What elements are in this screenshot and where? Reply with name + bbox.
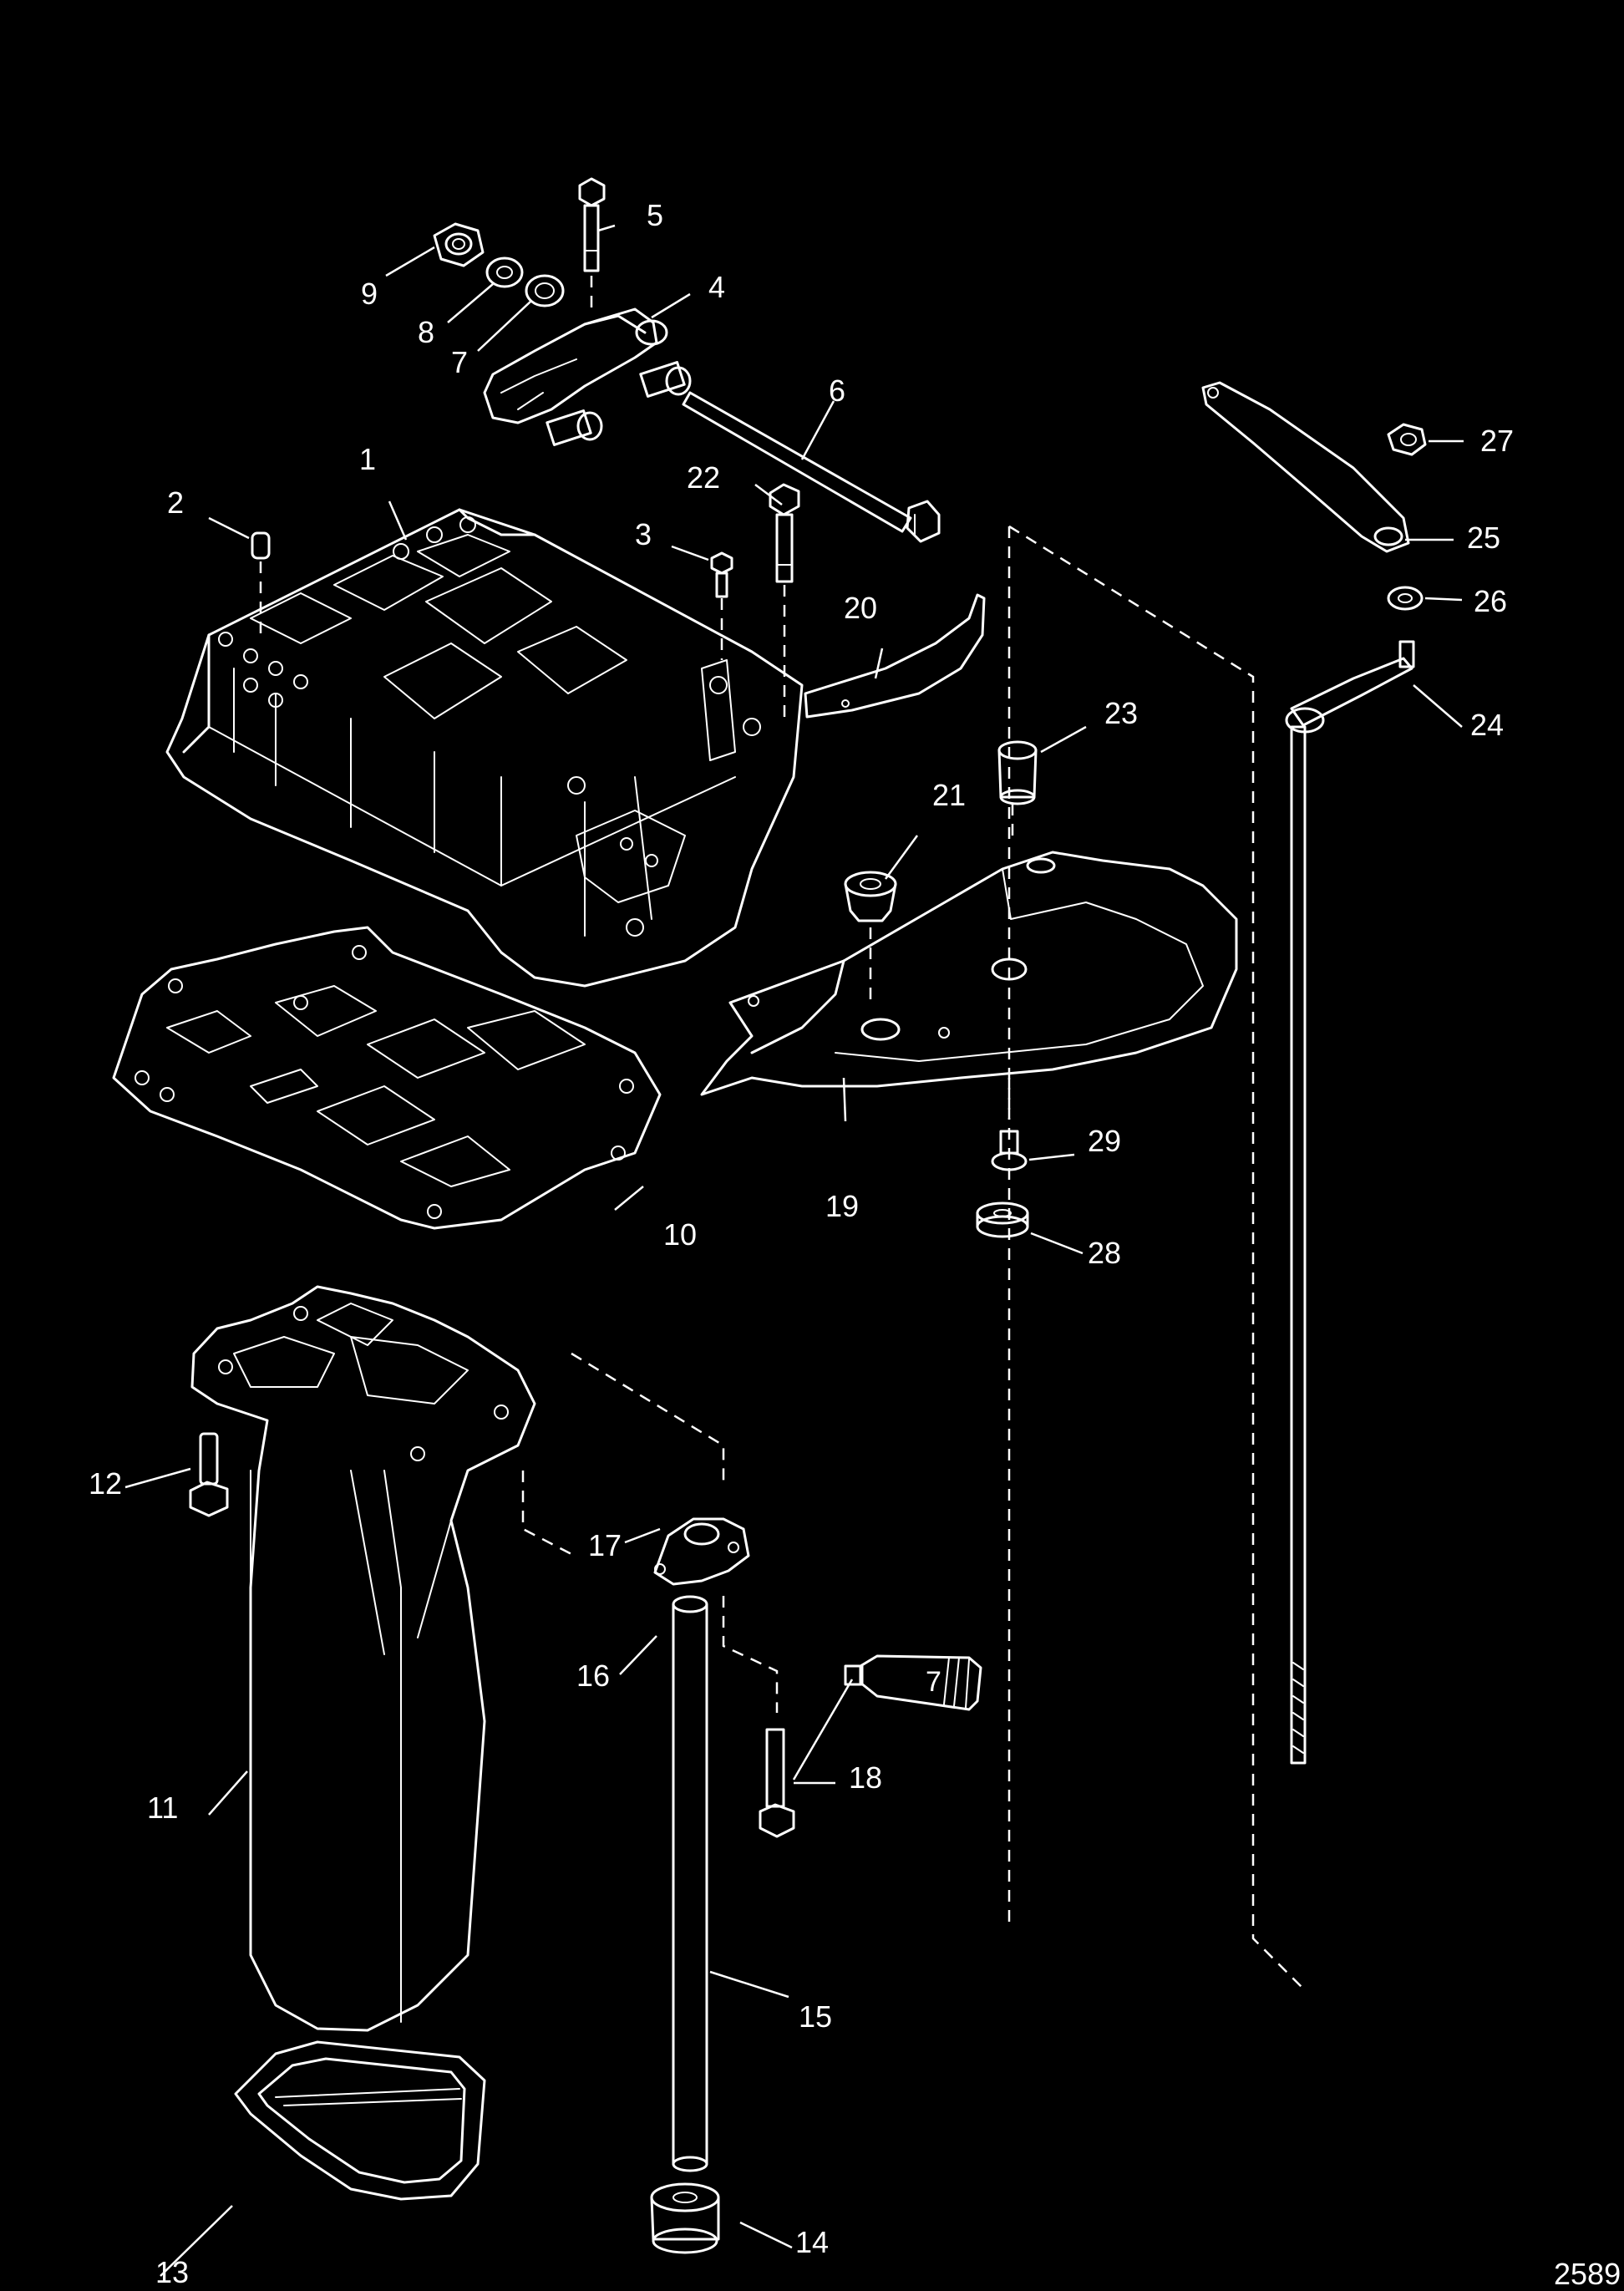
part-12-bolt xyxy=(189,1432,229,1517)
callout-17: 17 xyxy=(588,1528,622,1562)
leader-lines xyxy=(124,224,1464,2277)
part-4-bracket xyxy=(483,307,692,446)
part-27-nut xyxy=(1387,423,1427,456)
part-28-spacer xyxy=(976,1201,1029,1238)
diagram-number: 2589 xyxy=(1554,2257,1621,2291)
part-5-bolt xyxy=(578,177,606,272)
part-2-pin xyxy=(251,531,271,560)
callout-18: 18 xyxy=(849,1760,882,1795)
callout-7: 7 xyxy=(451,345,468,379)
dash-guide-middle xyxy=(521,1352,779,1713)
part-24-link-rod xyxy=(1285,640,1415,1765)
callout-25: 25 xyxy=(1467,521,1500,555)
callout-26: 26 xyxy=(1474,584,1507,618)
callout-16: 16 xyxy=(576,1659,610,1693)
callout-19: 19 xyxy=(825,1189,859,1223)
part-6-rod xyxy=(682,391,941,543)
callout-29: 29 xyxy=(1088,1124,1121,1158)
sealant-tube-label: 7 xyxy=(926,1666,941,1698)
callout-4: 4 xyxy=(708,270,725,304)
part-22-bolt xyxy=(769,483,800,583)
part-7-washer xyxy=(525,274,565,307)
part-21-grommet xyxy=(844,871,897,922)
part-18-bolt xyxy=(759,1728,795,1838)
part-17-plate xyxy=(653,1517,750,1586)
part-3-screw xyxy=(710,551,733,598)
callout-22: 22 xyxy=(687,460,720,495)
callout-8: 8 xyxy=(418,315,434,349)
callout-labels: 1 2 3 4 5 6 7 8 9 10 11 12 13 14 15 16 1… xyxy=(89,198,1621,2291)
part-26-washer xyxy=(1387,586,1424,611)
callout-11: 11 xyxy=(147,1791,178,1825)
part-11-housing xyxy=(190,1285,536,2032)
callout-3: 3 xyxy=(635,517,652,551)
part-15-tube xyxy=(672,1603,708,2172)
callout-12: 12 xyxy=(89,1466,122,1501)
callout-9: 9 xyxy=(361,277,378,311)
callout-10: 10 xyxy=(663,1217,697,1252)
sealant-tube-7 xyxy=(844,1654,982,1711)
part-14-grommet xyxy=(650,2182,720,2254)
callout-14: 14 xyxy=(795,2225,829,2259)
part-25-lever xyxy=(1201,381,1410,553)
part-9-nut xyxy=(433,222,485,267)
callout-5: 5 xyxy=(647,198,663,232)
part-8-washer xyxy=(485,257,524,288)
part-20-clip xyxy=(804,593,986,719)
part-23-bushing xyxy=(997,740,1038,805)
callout-27: 27 xyxy=(1480,424,1514,458)
callout-23: 23 xyxy=(1104,696,1138,730)
dash-guide-right xyxy=(1007,525,1304,1989)
callout-21: 21 xyxy=(932,778,966,812)
callout-20: 20 xyxy=(844,591,877,625)
callout-6: 6 xyxy=(829,373,845,408)
callout-15: 15 xyxy=(799,1999,832,2034)
part-1-adapter-plate xyxy=(165,508,804,988)
part-19-tray xyxy=(700,851,1238,1096)
callout-2: 2 xyxy=(167,485,184,520)
part-16-tube-top xyxy=(672,1595,708,1613)
callout-13: 13 xyxy=(155,2255,189,2289)
part-10-gasket xyxy=(112,926,662,1230)
part-13-seal xyxy=(234,2040,486,2201)
callout-28: 28 xyxy=(1088,1236,1121,1270)
callout-1: 1 xyxy=(359,442,376,476)
callout-24: 24 xyxy=(1470,708,1504,742)
